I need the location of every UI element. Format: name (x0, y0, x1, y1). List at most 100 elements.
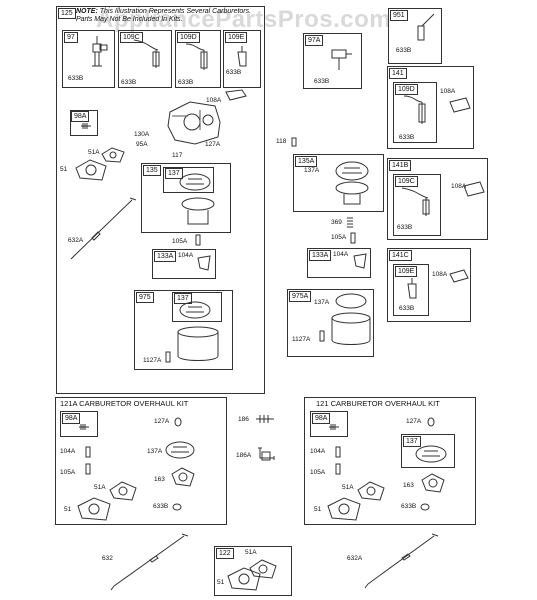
float-bowl-icon (177, 326, 219, 361)
tag-137[interactable]: 137 (403, 436, 421, 447)
part-141-panel (387, 66, 474, 149)
label-633B: 633B (399, 305, 415, 312)
float-bowl-gasket-icon (335, 161, 369, 181)
label-104A: 104A (178, 252, 194, 259)
label-105A: 105A (60, 469, 76, 476)
label-632A: 632A (347, 555, 363, 562)
plate-108A-icon (449, 97, 471, 113)
label-108A: 108A (206, 97, 222, 104)
label-51: 51 (314, 506, 322, 513)
label-51A: 51A (94, 484, 106, 491)
part-109C-panel (118, 30, 172, 88)
part-109D-panel (175, 30, 221, 88)
needle-104A-icon (335, 446, 341, 458)
tag-98A[interactable]: 98A (62, 413, 81, 424)
tag-951[interactable]: 951 (390, 10, 408, 21)
tag-109E[interactable]: 109E (395, 266, 418, 277)
tag-122[interactable]: 122 (216, 548, 234, 559)
gasket-51-icon (77, 497, 111, 521)
label-633B: 633B (68, 75, 84, 82)
label-633B: 633B (401, 503, 417, 510)
label-633B: 633B (121, 79, 137, 86)
label-186: 186 (238, 416, 249, 423)
tag-109D[interactable]: 109D (395, 84, 418, 95)
plate-108A-icon (449, 269, 469, 283)
screw-icon (79, 424, 89, 430)
pin-105A-icon (350, 232, 356, 244)
needle-104A-icon (197, 255, 211, 271)
tag-109C[interactable]: 109C (395, 176, 418, 187)
tag-141C[interactable]: 141C (389, 250, 412, 261)
label-51A: 51A (88, 149, 100, 156)
plate-108A-icon (225, 89, 247, 101)
fuel-shutoff-solenoid-icon (92, 36, 108, 67)
tag-141[interactable]: 141 (389, 68, 407, 79)
part-137-panel (163, 167, 214, 193)
tag-98A[interactable]: 98A (71, 111, 90, 122)
label-632: 632 (102, 555, 113, 562)
label-130A: 130A (134, 131, 150, 138)
part-122-panel (214, 546, 292, 596)
label-108A: 108A (451, 183, 467, 190)
solenoid-wire-icon (417, 13, 435, 41)
pin-105A-icon (85, 463, 91, 475)
label-127A: 127A (205, 141, 221, 148)
gasket-51A-icon (249, 559, 277, 579)
tag-97[interactable]: 97 (64, 32, 78, 43)
label-105A: 105A (310, 469, 326, 476)
bolt-1127A-icon (165, 351, 171, 363)
tag-133A[interactable]: 133A (309, 250, 332, 261)
kit-121A-title[interactable]: 121A CARBURETOR OVERHAUL KIT (60, 399, 189, 408)
carburetor-body-icon (167, 101, 221, 145)
tag-109C[interactable]: 109C (120, 32, 143, 43)
float-icon (335, 181, 369, 205)
label-633B: 633B (399, 134, 415, 141)
tag-135[interactable]: 135 (143, 165, 161, 176)
solenoid-icon (407, 278, 417, 299)
tag-137[interactable]: 137 (165, 168, 183, 179)
assembly-125-panel (56, 6, 265, 394)
solenoid-wire-icon (403, 95, 426, 124)
label-633B: 633B (178, 79, 194, 86)
tag-975[interactable]: 975 (136, 292, 154, 303)
label-1127A: 1127A (143, 357, 162, 364)
spring-369-icon (347, 217, 353, 228)
part-109C-panel (393, 174, 441, 236)
label-51: 51 (60, 166, 68, 173)
kit-121-title[interactable]: 121 CARBURETOR OVERHAUL KIT (316, 399, 440, 408)
tag-97A[interactable]: 97A (305, 35, 324, 46)
tag-133A[interactable]: 133A (154, 251, 177, 262)
washer-633B-icon (172, 503, 182, 511)
gasket-163-icon (421, 473, 445, 493)
gasket-51-icon (227, 567, 261, 591)
governor-link-632-icon (110, 533, 189, 591)
gasket-51A-icon (101, 147, 125, 163)
tag-109E[interactable]: 109E (225, 32, 248, 43)
tag-125[interactable]: 125 (58, 8, 76, 19)
tag-141B[interactable]: 141B (389, 160, 412, 171)
label-104A: 104A (310, 448, 326, 455)
tag-109D[interactable]: 109D (177, 32, 200, 43)
part-98A-panel (70, 110, 98, 136)
solenoid-wire-icon (133, 39, 160, 68)
solenoid-icon (237, 46, 247, 67)
tag-135A[interactable]: 135A (295, 156, 318, 167)
pin-105A-icon (195, 234, 201, 246)
label-633B: 633B (226, 69, 242, 76)
fitting-186A-icon (258, 447, 275, 461)
label-95A: 95A (136, 141, 148, 148)
label-369: 369 (331, 219, 342, 226)
float-bowl-icon (331, 312, 371, 345)
screw-118-icon (291, 137, 297, 147)
label-104A: 104A (333, 251, 349, 258)
fuel-shutoff-solenoid-icon (331, 49, 352, 70)
tag-98A[interactable]: 98A (312, 413, 331, 424)
label-51: 51 (64, 506, 72, 513)
label-137A: 137A (147, 448, 163, 455)
plate-108A-icon (463, 181, 485, 197)
note-text: This Illustration Represents Several Car… (76, 8, 252, 23)
solenoid-wire-icon (401, 187, 430, 216)
tag-975A[interactable]: 975A (289, 291, 312, 302)
label-1127A: 1127A (292, 336, 311, 343)
tag-137[interactable]: 137 (174, 293, 192, 304)
